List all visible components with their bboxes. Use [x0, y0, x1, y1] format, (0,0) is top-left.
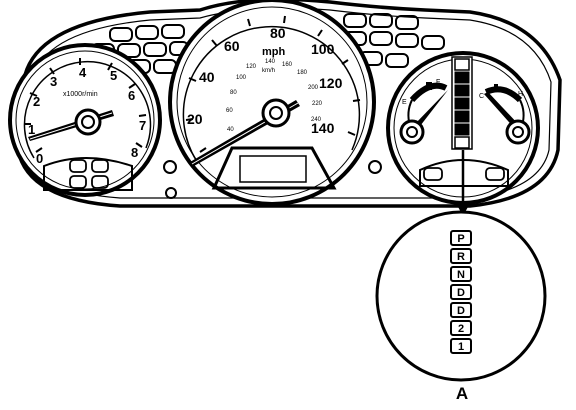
- gear-label-d3: D: [457, 305, 465, 317]
- kmh-num-180: 180: [297, 70, 308, 76]
- kmh-num-60: 60: [226, 108, 233, 114]
- fuel-temp-lower-panel: [419, 159, 509, 187]
- speed-num-80: 80: [270, 25, 286, 41]
- tach-num-8: 8: [131, 145, 138, 160]
- tach-num-7: 7: [139, 118, 146, 133]
- trip-knob-left[interactable]: [163, 160, 177, 174]
- tach-unit: x1000r/min: [63, 91, 98, 98]
- kmh-num-80: 80: [230, 90, 237, 96]
- temp-icon: [494, 84, 498, 92]
- gear-label-2: 2: [458, 323, 464, 335]
- cluster-housing-inner: [25, 7, 552, 199]
- tach-lower-lights: [69, 159, 109, 189]
- kmh-num-220: 220: [312, 101, 323, 107]
- kmh-num-200: 200: [308, 85, 319, 91]
- gear-cluster-d4: [454, 97, 470, 110]
- speed-unit-mph: mph: [262, 46, 286, 58]
- gear-label-r: R: [457, 251, 465, 263]
- gear-box-r: [450, 248, 472, 264]
- tachometer-scale-arc: [23, 60, 152, 159]
- temp-mark-h: H: [518, 91, 523, 98]
- tachometer-ticks: [24, 58, 147, 153]
- magnified-gear-stack: P R N D D 2 1: [450, 230, 472, 354]
- kmh-num-240: 240: [311, 117, 322, 123]
- gear-box-2: [450, 320, 472, 336]
- gear-cluster-d3: [454, 110, 470, 123]
- tach-num-4: 4: [79, 65, 87, 80]
- speed-num-20: 20: [187, 111, 203, 127]
- kmh-num-120: 120: [246, 64, 257, 70]
- speedometer: 20 40 60 80 100 120 140 mph km/h 40 60 8…: [168, 0, 376, 206]
- gear-box-n: [450, 266, 472, 282]
- kmh-num-40: 40: [227, 127, 234, 133]
- speedometer-scale-arc: [182, 25, 361, 161]
- gear-cluster-2: [454, 123, 470, 136]
- gear-cluster-n: [454, 84, 470, 97]
- gear-cluster-p: [454, 58, 470, 71]
- speed-num-120: 120: [319, 75, 343, 91]
- gear-label-n: N: [457, 269, 465, 281]
- gear-box-1: [450, 338, 472, 354]
- gear-cluster-1: [454, 136, 470, 149]
- temp-scale-arc: [484, 86, 523, 103]
- temp-hub: [505, 119, 531, 145]
- magnified-gear-indicator: P R N D D 2 1: [375, 210, 547, 382]
- callout-arrowhead: [457, 205, 469, 216]
- temp-needle: [484, 92, 520, 130]
- tach-num-2: 2: [33, 94, 40, 109]
- fuel-temp-light-left: [423, 167, 443, 181]
- gear-cluster-r: [454, 71, 470, 84]
- tach-num-0: 0: [36, 151, 43, 166]
- gear-indicator-cluster: [451, 56, 473, 150]
- fuel-temp-light-right: [485, 167, 505, 181]
- kmh-num-140: 140: [265, 59, 276, 65]
- tachometer-hub: [74, 108, 102, 136]
- tachometer-lower-panel: [43, 157, 133, 191]
- gear-box-d3: [450, 302, 472, 318]
- speedometer-ticks: [185, 15, 361, 153]
- fuel-pump-icon: [426, 82, 432, 90]
- speed-num-100: 100: [311, 41, 335, 57]
- gear-box-p: [450, 230, 472, 246]
- gear-label-d4: D: [457, 287, 465, 299]
- temp-mark-c: C: [479, 93, 484, 100]
- tach-num-5: 5: [110, 68, 117, 83]
- speed-num-140: 140: [311, 120, 335, 136]
- speed-num-60: 60: [224, 38, 240, 54]
- callout-label-a: A: [456, 384, 468, 403]
- speedometer-hub: [261, 98, 291, 128]
- brightness-knob[interactable]: [165, 187, 177, 199]
- kmh-num-100: 100: [236, 75, 247, 81]
- speedometer-kmh-scale: km/h 40 60 80 100 120 140 160 180 200 22…: [226, 59, 323, 133]
- tach-num-3: 3: [50, 74, 57, 89]
- fuel-hub: [399, 119, 425, 145]
- kmh-unit: km/h: [262, 68, 275, 74]
- gear-label-1: 1: [458, 341, 464, 353]
- tach-num-1: 1: [28, 122, 35, 137]
- tach-num-6: 6: [128, 88, 135, 103]
- kmh-num-160: 160: [282, 62, 293, 68]
- odometer-window: [239, 155, 307, 183]
- tachometer: 0 1 2 3 4 5 6 7 8 x1000r/min: [8, 43, 162, 197]
- fuel-mark-f: F: [436, 79, 440, 86]
- magnified-circle: [375, 210, 547, 382]
- cluster-housing-outer: [16, 0, 562, 208]
- odometer-display: [211, 146, 337, 190]
- fuel-mark-e: E: [402, 99, 407, 106]
- speed-num-40: 40: [199, 69, 215, 85]
- gear-label-p: P: [457, 233, 464, 245]
- gear-box-d4: [450, 284, 472, 300]
- trip-knob-right[interactable]: [368, 160, 382, 174]
- fuel-needle: [413, 90, 448, 130]
